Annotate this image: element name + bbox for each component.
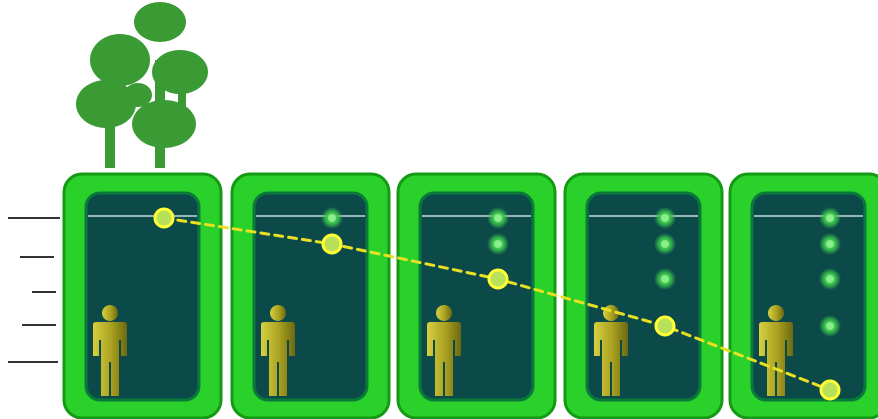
trajectory-point-5 — [821, 381, 839, 399]
person-head — [102, 305, 118, 321]
depth-dot-core-1 — [661, 214, 669, 222]
depth-dot-core-2 — [494, 240, 502, 248]
depth-dot-core-2 — [661, 240, 669, 248]
depth-dot-core-1 — [328, 214, 336, 222]
depth-dot-core-1 — [494, 214, 502, 222]
panel-4 — [565, 174, 722, 418]
trajectory-point-2 — [323, 235, 341, 253]
depth-dot-core-3 — [661, 275, 669, 283]
panel-row — [64, 174, 878, 418]
person-head — [436, 305, 452, 321]
trajectory-point-4 — [656, 317, 674, 335]
tree-icon — [76, 2, 208, 168]
depth-scale — [8, 218, 60, 362]
depth-dot-core-1 — [826, 214, 834, 222]
person-head — [768, 305, 784, 321]
trajectory-point-1 — [155, 209, 173, 227]
person-head — [270, 305, 286, 321]
panel-1 — [64, 174, 221, 418]
depth-dot-core-2 — [826, 240, 834, 248]
depth-dot-core-4 — [826, 322, 834, 330]
panel-3 — [398, 174, 555, 418]
panel-2 — [232, 174, 389, 418]
trajectory-point-3 — [489, 270, 507, 288]
depth-dot-core-3 — [826, 275, 834, 283]
top-caption — [188, 0, 878, 8]
